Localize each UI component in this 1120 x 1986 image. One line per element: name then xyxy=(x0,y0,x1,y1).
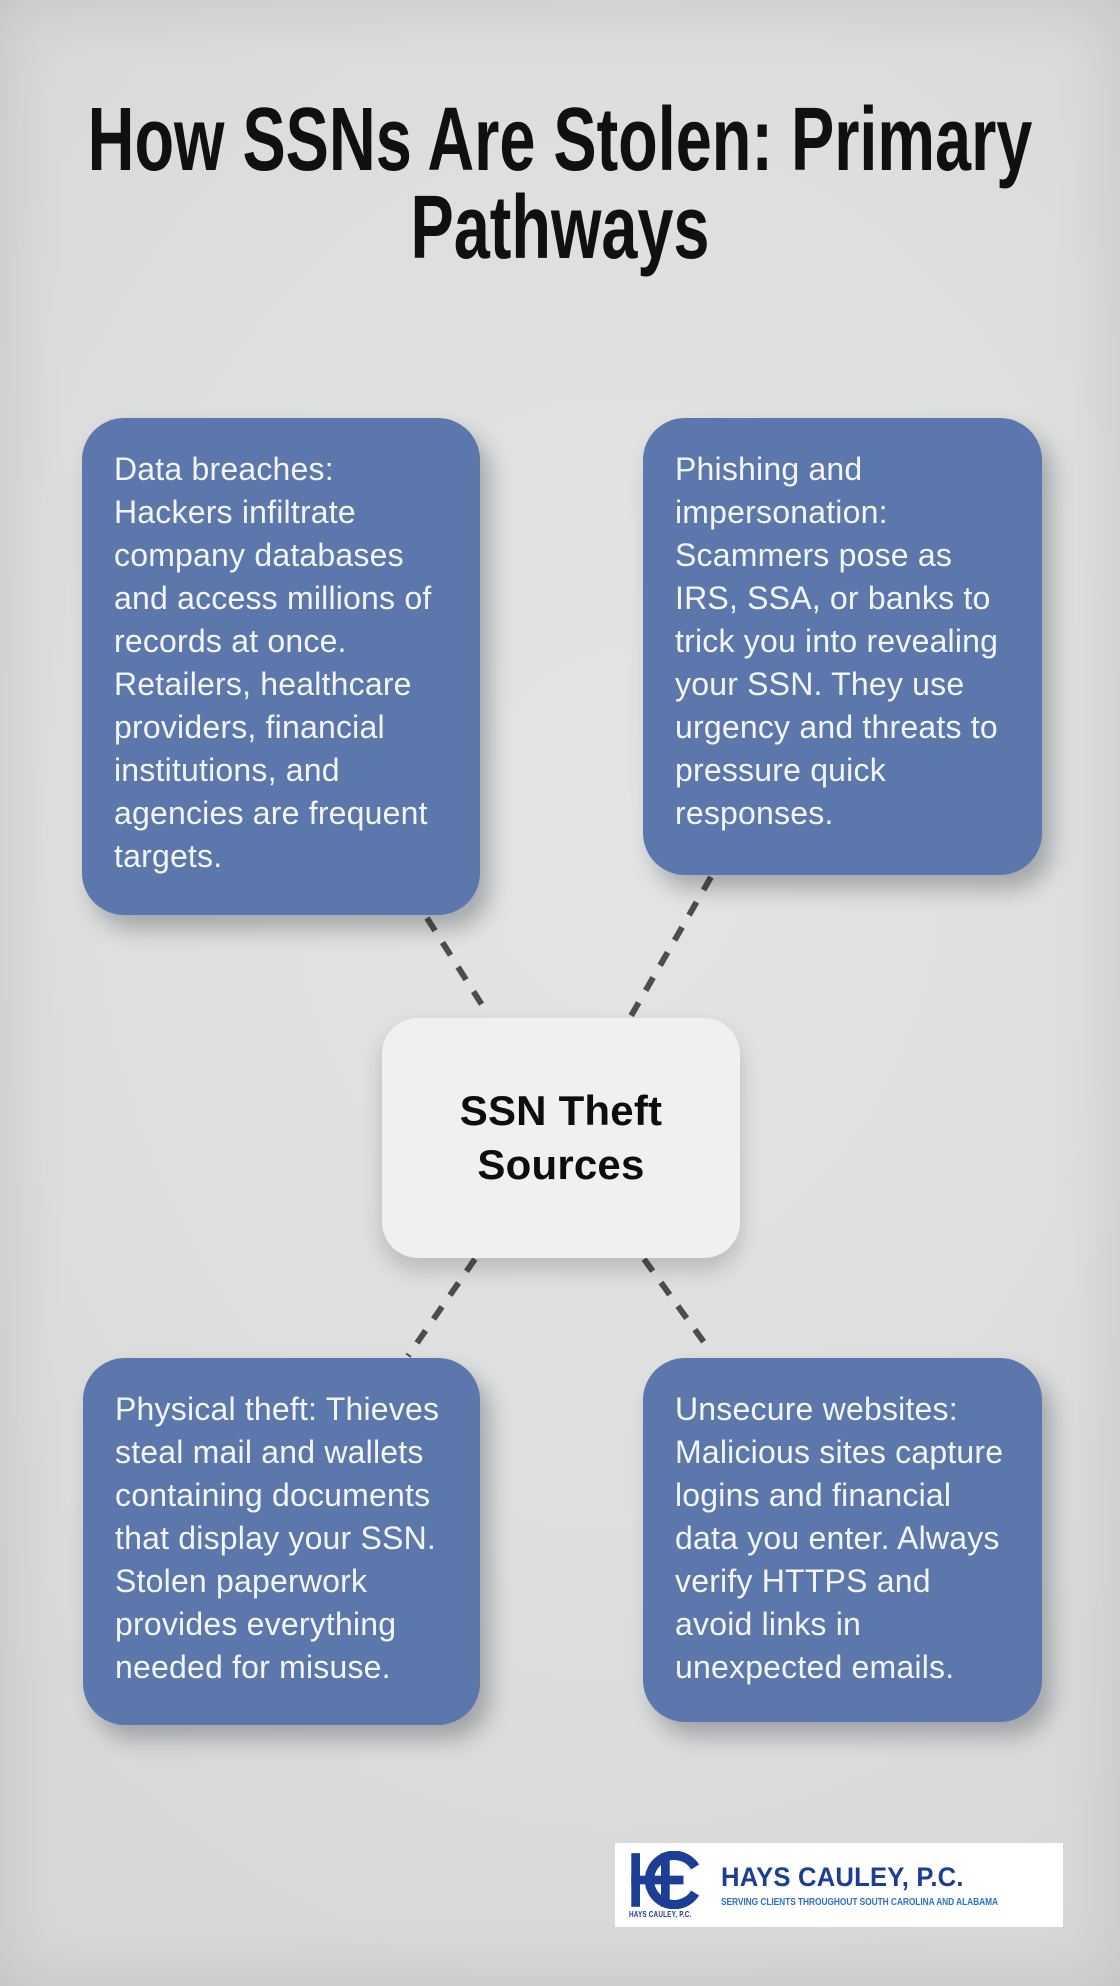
center-node-label: SSN Theft Sources xyxy=(459,1087,663,1188)
hays-cauley-logo: HAYS CAULEY, P.C. HAYS CAULEY, P.C. SERV… xyxy=(615,1843,1063,1927)
node-unsecure-websites-text: Unsecure websites: Malicious sites captu… xyxy=(675,1391,1004,1685)
connector-bottom-right xyxy=(641,1257,714,1354)
logo-tagline: SERVING CLIENTS THROUGHOUT SOUTH CAROLIN… xyxy=(721,1896,999,1908)
center-node-ssn-theft-sources: SSN Theft Sources xyxy=(382,1018,740,1258)
monogram-caption: HAYS CAULEY, P.C. xyxy=(629,1910,692,1919)
hc-monogram: HAYS CAULEY, P.C. xyxy=(629,1851,717,1919)
hc-monogram-icon xyxy=(631,1851,700,1909)
node-data-breaches: Data breaches: Hackers infiltrate compan… xyxy=(82,418,480,915)
node-phishing-impersonation-text: Phishing and impersonation: Scammers pos… xyxy=(675,451,999,831)
node-physical-theft: Physical theft: Thieves steal mail and w… xyxy=(83,1358,480,1725)
node-physical-theft-text: Physical theft: Thieves steal mail and w… xyxy=(115,1391,440,1685)
logo-firm-name: HAYS CAULEY, P.C. xyxy=(721,1862,964,1892)
page-title: How SSNs Are Stolen: Primary Pathways xyxy=(87,90,1033,278)
connector-top-left xyxy=(424,916,492,1018)
node-phishing-impersonation: Phishing and impersonation: Scammers pos… xyxy=(643,418,1042,875)
connector-top-right xyxy=(628,875,714,1018)
node-unsecure-websites: Unsecure websites: Malicious sites captu… xyxy=(643,1358,1042,1722)
connector-bottom-left xyxy=(405,1257,478,1358)
node-data-breaches-text: Data breaches: Hackers infiltrate compan… xyxy=(114,451,432,874)
logo-text-block: HAYS CAULEY, P.C. SERVING CLIENTS THROUG… xyxy=(721,1862,1067,1908)
